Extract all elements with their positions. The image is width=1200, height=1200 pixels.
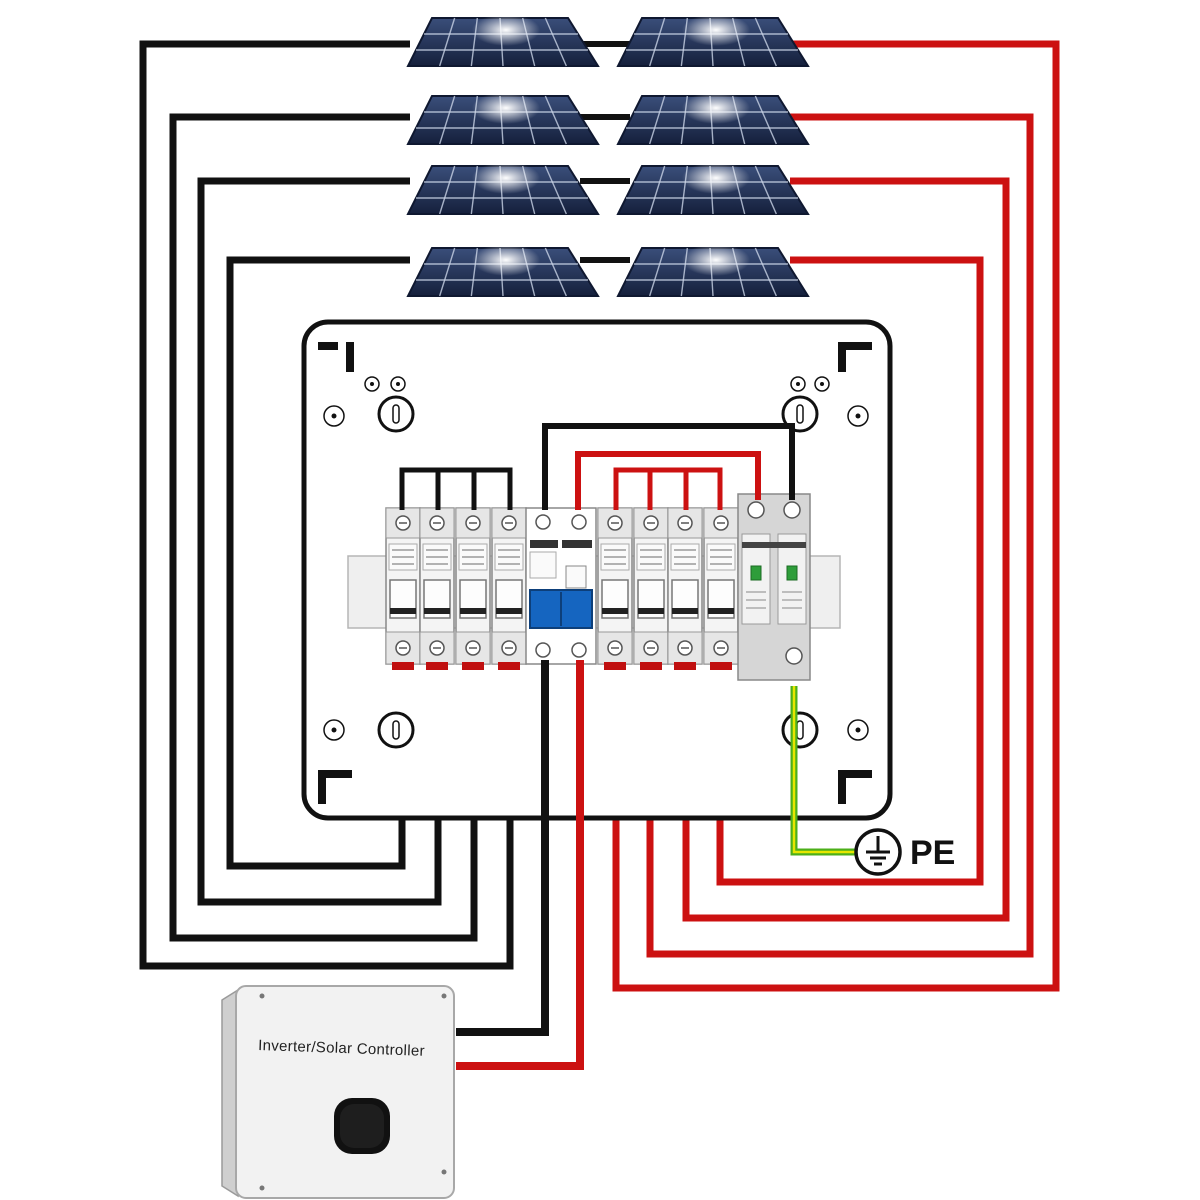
corner-bracket — [838, 342, 846, 372]
negative-string-wire — [139, 40, 514, 970]
corner-bracket — [846, 770, 872, 778]
inverter-body — [235, 985, 455, 1199]
solar-panel — [616, 92, 810, 145]
isolator-positive-link — [575, 451, 761, 510]
solar-panel — [406, 244, 600, 297]
negative-string-breaker — [385, 507, 421, 670]
positive-string-breaker — [667, 507, 703, 670]
mounting-screws — [323, 376, 869, 749]
inverter-positive-wire — [456, 660, 584, 1070]
corner-bracket — [846, 342, 872, 350]
solar-panel — [406, 14, 600, 67]
ground-terminal: PE — [854, 828, 955, 876]
negative-bus-wire — [399, 467, 513, 510]
solar-panel — [406, 162, 600, 215]
isolator-negative-link — [542, 423, 795, 510]
breaker-row — [385, 507, 739, 670]
positive-string-breaker — [597, 507, 633, 670]
inverter-label: Inverter/Solar Controller — [258, 1037, 425, 1060]
corner-brackets — [318, 342, 872, 804]
corner-bracket — [346, 342, 354, 372]
corner-bracket — [318, 342, 338, 350]
negative-string-breaker — [491, 507, 527, 670]
spd-status-indicator — [750, 565, 762, 581]
negative-string-wire — [169, 113, 478, 942]
inverter-side — [221, 988, 239, 1198]
dc-isolator-switch — [525, 507, 597, 665]
corner-bracket — [318, 770, 326, 804]
surge-protector — [737, 493, 811, 681]
inverter-negative-wire — [456, 660, 549, 1036]
negative-string-breaker — [455, 507, 491, 670]
positive-string-breaker — [703, 507, 739, 670]
negative-string-breaker — [419, 507, 455, 670]
positive-string-wire — [612, 40, 1060, 992]
wiring-inside-box — [399, 423, 856, 1070]
ground-label: PE — [910, 834, 955, 872]
inverter: Inverter/Solar Controller — [221, 985, 455, 1199]
solar-panel — [616, 244, 810, 297]
solar-panel — [616, 14, 810, 67]
positive-string-wire — [646, 113, 1034, 958]
solar-panel — [406, 92, 600, 145]
corner-bracket — [838, 770, 846, 804]
spd-status-indicator — [786, 565, 798, 581]
corner-bracket — [318, 770, 352, 778]
positive-bus-wire — [613, 467, 723, 510]
solar-panel — [616, 162, 810, 215]
positive-string-wire — [682, 177, 1010, 922]
ground-wire-stripe — [792, 686, 856, 854]
negative-string-wire — [197, 177, 442, 906]
solar-panel-array — [406, 14, 810, 297]
combiner-box — [301, 319, 893, 821]
positive-string-breaker — [633, 507, 669, 670]
